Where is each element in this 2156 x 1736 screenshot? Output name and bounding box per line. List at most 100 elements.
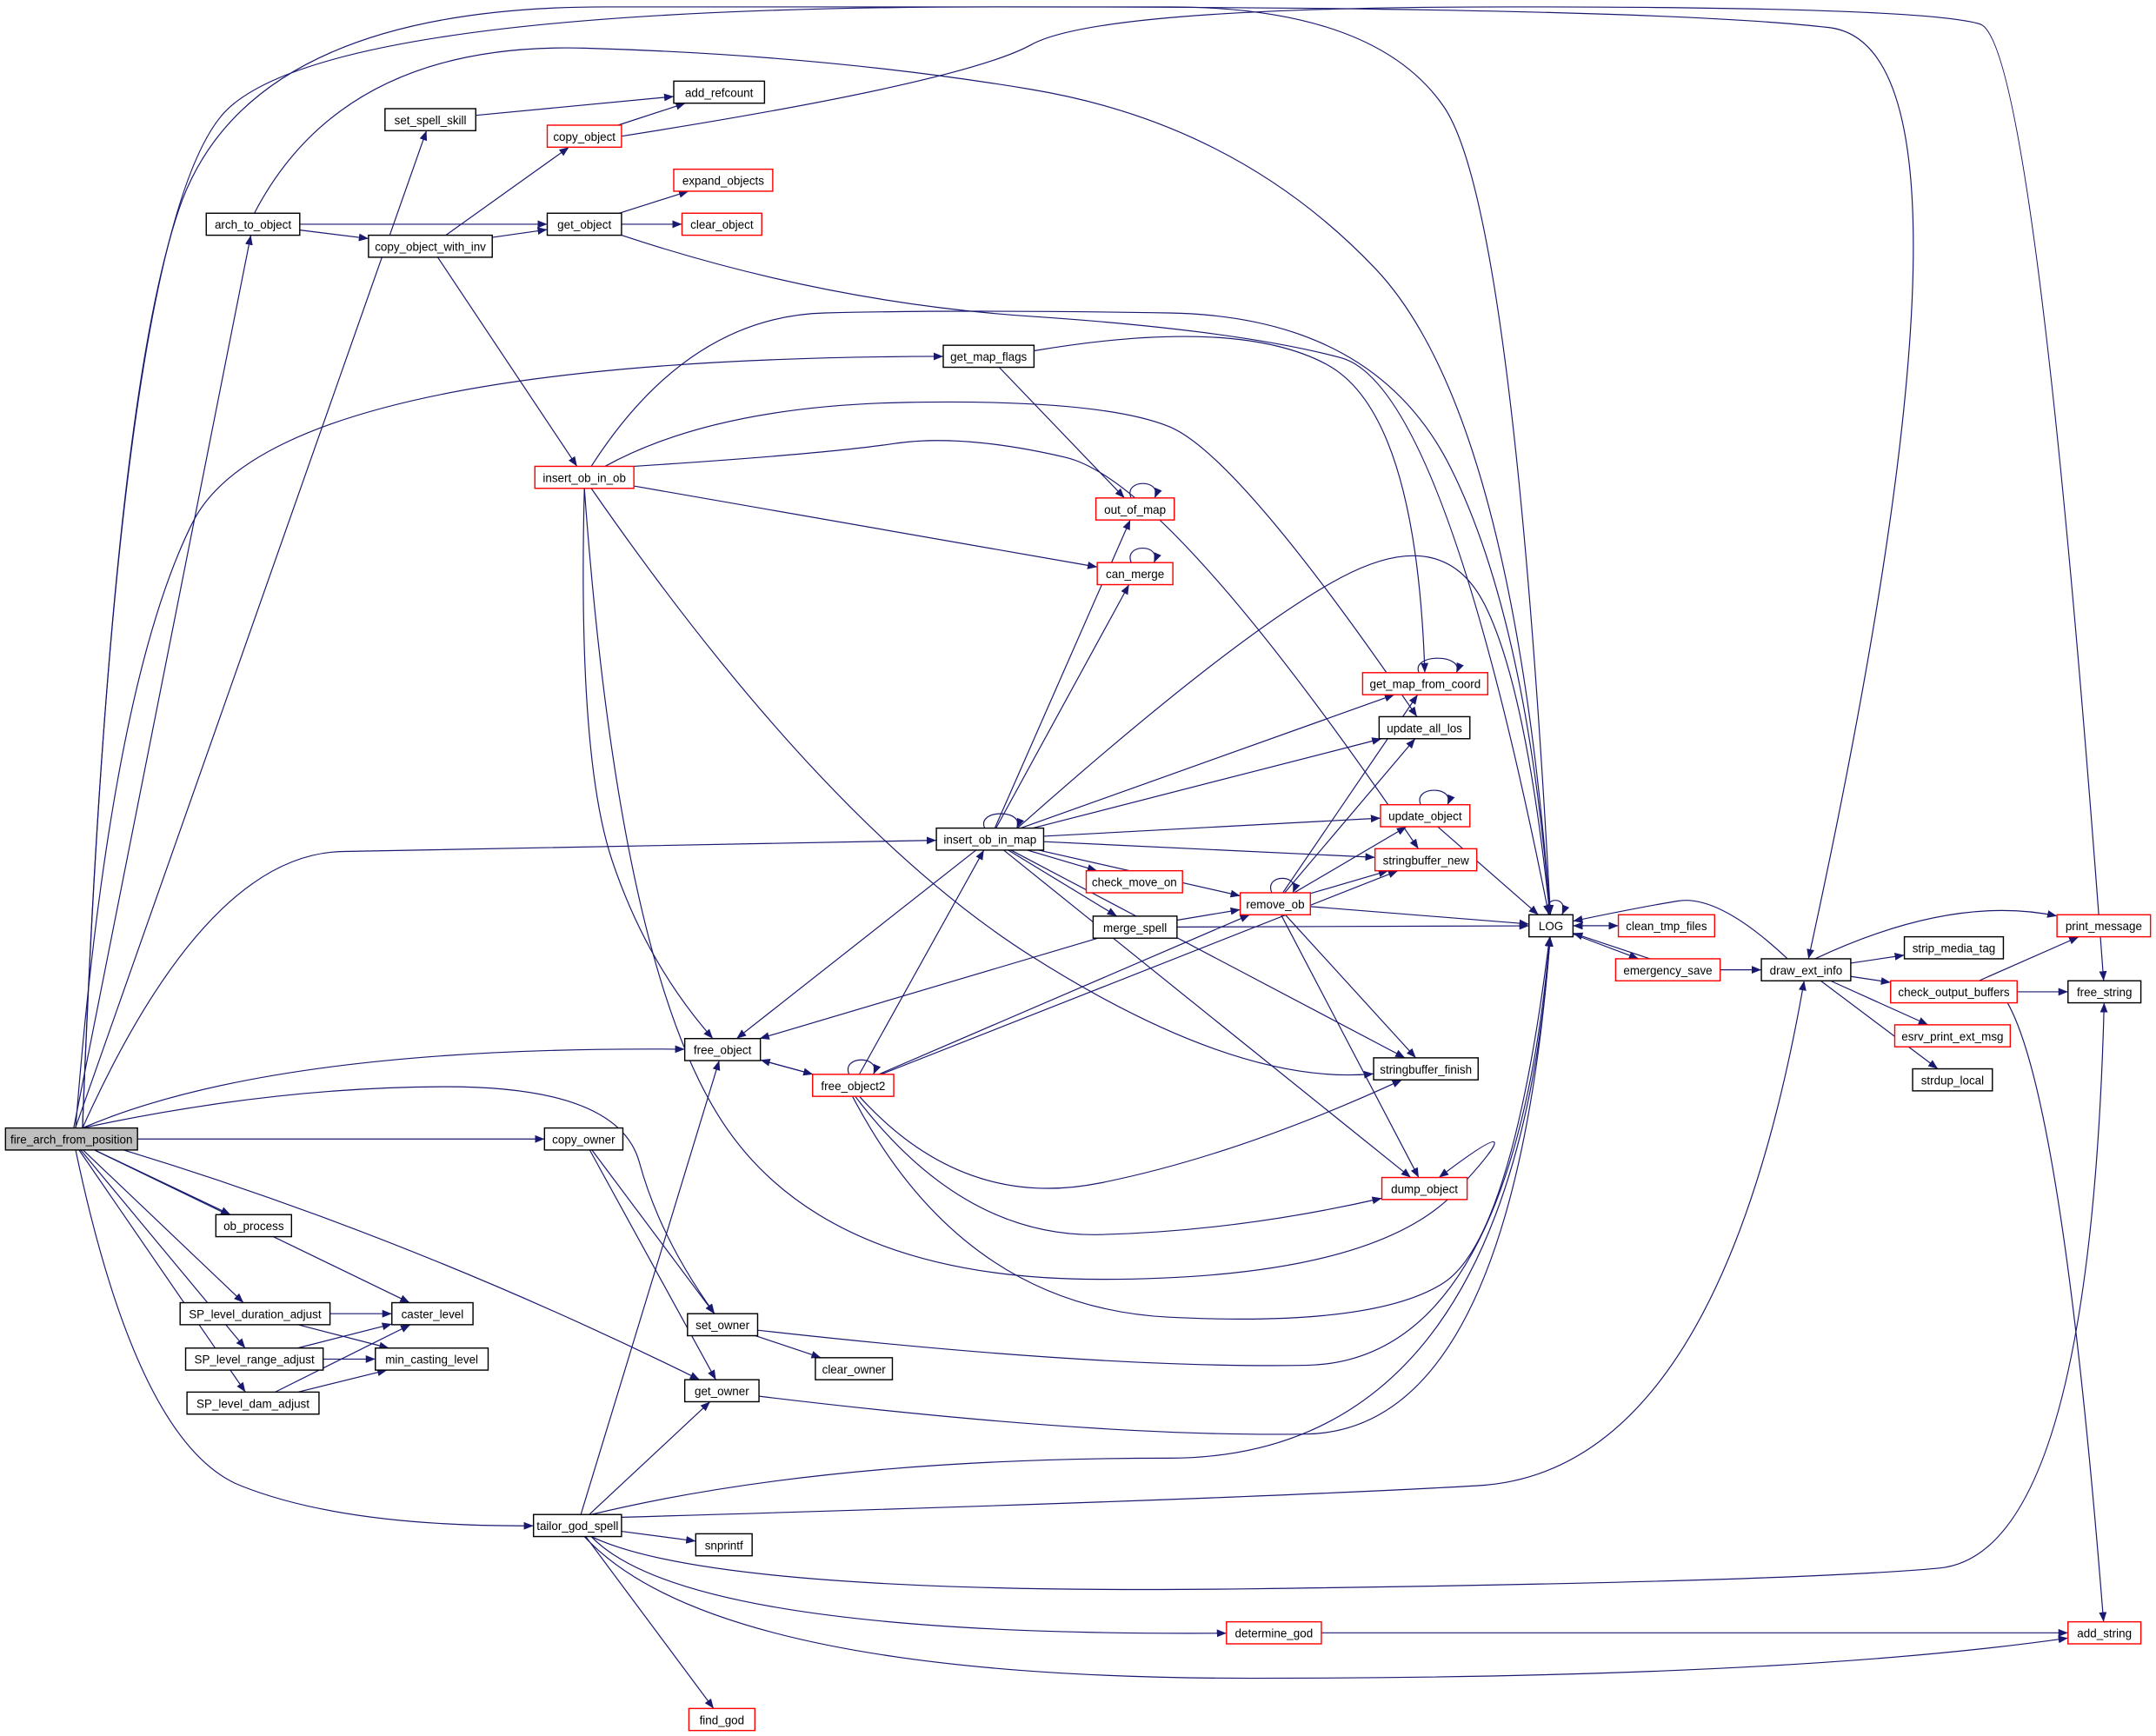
edge-get_object-to-LOG xyxy=(621,235,1551,915)
node-set_owner[interactable]: set_owner xyxy=(687,1313,759,1337)
node-find_god[interactable]: find_god xyxy=(688,1707,756,1732)
node-box xyxy=(184,1347,324,1371)
node-determine_god[interactable]: determine_god xyxy=(1226,1620,1322,1645)
node-label: set_owner xyxy=(695,1319,750,1332)
node-strdup_local[interactable]: strdup_local xyxy=(1912,1068,1993,1092)
node-get_map_from_coord[interactable]: get_map_from_coord xyxy=(1361,672,1489,695)
node-get_owner[interactable]: get_owner xyxy=(683,1379,760,1403)
node-tailor_god_spell[interactable]: tailor_god_spell xyxy=(532,1513,622,1538)
node-label: add_refcount xyxy=(685,86,754,99)
node-label: print_message xyxy=(2066,920,2142,933)
edge-draw_ext_info-to-LOG xyxy=(1573,900,1788,960)
node-free_object2[interactable]: free_object2 xyxy=(812,1074,895,1097)
node-label: add_string xyxy=(2077,1627,2132,1640)
node-dump_object[interactable]: dump_object xyxy=(1381,1176,1468,1201)
node-update_object[interactable]: update_object xyxy=(1380,803,1471,828)
node-box xyxy=(186,1391,320,1415)
node-strip_media_tag[interactable]: strip_media_tag xyxy=(1903,935,2005,960)
node-label: update_all_los xyxy=(1387,722,1462,735)
node-label: caster_level xyxy=(402,1307,464,1320)
node-check_move_on[interactable]: check_move_on xyxy=(1085,869,1183,894)
node-arch_to_object[interactable]: arch_to_object xyxy=(205,212,301,236)
edge-free_object2-to-remove_ob xyxy=(878,914,1250,1075)
edge-copy_object-to-free_string xyxy=(621,6,2107,981)
node-SP_level_duration_adjust[interactable]: SP_level_duration_adjust xyxy=(179,1301,331,1326)
node-box xyxy=(1614,958,1721,981)
node-clear_owner[interactable]: clear_owner xyxy=(815,1357,894,1380)
node-can_merge[interactable]: can_merge xyxy=(1096,562,1174,586)
node-box xyxy=(215,1214,293,1238)
edge-free_object2-to-free_object2 xyxy=(847,1059,882,1075)
edge-copy_object_with_inv-to-insert_ob_in_ob xyxy=(436,256,578,467)
node-esrv_print_ext_msg[interactable]: esrv_print_ext_msg xyxy=(1893,1024,2012,1048)
node-check_output_buffers[interactable]: check_output_buffers xyxy=(1890,980,2018,1004)
node-box xyxy=(1092,915,1178,939)
node-SP_level_dam_adjust[interactable]: SP_level_dam_adjust xyxy=(186,1391,320,1415)
node-clear_object[interactable]: clear_object xyxy=(681,212,762,236)
node-add_refcount[interactable]: add_refcount xyxy=(673,80,766,104)
node-label: insert_ob_in_map xyxy=(943,834,1036,847)
node-draw_ext_info[interactable]: draw_ext_info xyxy=(1760,958,1852,981)
nodes-layer: fire_arch_from_positionarch_to_objectset… xyxy=(4,80,2152,1732)
node-ob_process[interactable]: ob_process xyxy=(215,1214,293,1238)
node-box xyxy=(532,1513,622,1538)
node-out_of_map[interactable]: out_of_map xyxy=(1095,497,1175,521)
node-merge_spell[interactable]: merge_spell xyxy=(1092,915,1178,939)
node-box xyxy=(1096,562,1174,586)
node-insert_ob_in_map[interactable]: insert_ob_in_map xyxy=(935,827,1045,851)
node-get_map_flags[interactable]: get_map_flags xyxy=(942,344,1035,369)
node-insert_ob_in_ob[interactable]: insert_ob_in_ob xyxy=(534,465,635,489)
node-fire_arch_from_position[interactable]: fire_arch_from_position xyxy=(4,1127,138,1151)
node-snprintf[interactable]: snprintf xyxy=(695,1533,753,1557)
node-copy_object_with_inv[interactable]: copy_object_with_inv xyxy=(368,234,493,258)
edge-SP_level_dam_adjust-to-min_casting_level xyxy=(297,1368,388,1393)
node-box xyxy=(543,1127,624,1151)
edge-insert_ob_in_ob-to-update_all_los xyxy=(604,401,1418,717)
edge-emergency_save-to-LOG xyxy=(1573,932,1651,960)
node-box xyxy=(1903,935,2005,960)
node-box xyxy=(1226,1620,1322,1645)
node-free_object[interactable]: free_object xyxy=(683,1038,762,1061)
node-label: SP_level_range_adjust xyxy=(195,1354,315,1367)
node-label: strdup_local xyxy=(1921,1074,1984,1087)
node-update_all_los[interactable]: update_all_los xyxy=(1378,715,1471,740)
node-box xyxy=(812,1074,895,1097)
node-LOG[interactable]: LOG xyxy=(1528,914,1574,938)
edge-fire_arch_from_position-to-free_object xyxy=(82,1045,685,1129)
node-label: min_casting_level xyxy=(385,1354,478,1367)
node-copy_owner[interactable]: copy_owner xyxy=(543,1127,624,1151)
node-expand_objects[interactable]: expand_objects xyxy=(673,168,774,192)
node-copy_object[interactable]: copy_object xyxy=(546,124,622,149)
node-caster_level[interactable]: caster_level xyxy=(391,1301,474,1326)
node-SP_level_range_adjust[interactable]: SP_level_range_adjust xyxy=(184,1347,324,1371)
node-label: draw_ext_info xyxy=(1770,964,1843,977)
node-clean_tmp_files[interactable]: clean_tmp_files xyxy=(1617,914,1716,938)
node-remove_ob[interactable]: remove_ob xyxy=(1239,892,1312,916)
node-label: find_god xyxy=(700,1713,745,1726)
edge-copy_object_with_inv-to-copy_object xyxy=(445,146,569,236)
edge-copy_object_with_inv-to-get_object xyxy=(492,227,548,238)
node-min_casting_level[interactable]: min_casting_level xyxy=(375,1347,489,1371)
node-label: emergency_save xyxy=(1623,964,1712,977)
edges-layer xyxy=(73,6,2108,1709)
node-label: snprintf xyxy=(705,1539,743,1552)
node-box xyxy=(179,1301,331,1326)
node-box xyxy=(1378,715,1471,740)
node-set_spell_skill[interactable]: set_spell_skill xyxy=(384,108,476,132)
node-stringbuffer_new[interactable]: stringbuffer_new xyxy=(1374,848,1478,872)
edge-draw_ext_info-to-strip_media_tag xyxy=(1850,953,1905,964)
node-stringbuffer_finish[interactable]: stringbuffer_finish xyxy=(1373,1057,1479,1081)
edge-remove_ob-to-stringbuffer_finish xyxy=(1285,914,1417,1059)
edge-get_map_from_coord-to-get_map_from_coord xyxy=(1417,657,1464,674)
edge-tailor_god_spell-to-free_string xyxy=(590,1002,2108,1591)
edge-tailor_god_spell-to-determine_god xyxy=(590,1536,1227,1638)
node-emergency_save[interactable]: emergency_save xyxy=(1614,958,1721,981)
node-box xyxy=(1381,1176,1468,1201)
node-add_string[interactable]: add_string xyxy=(2067,1620,2142,1645)
node-get_object[interactable]: get_object xyxy=(546,212,622,236)
edge-insert_ob_in_map-to-check_move_on xyxy=(1027,849,1098,872)
node-print_message[interactable]: print_message xyxy=(2056,914,2152,938)
edge-check_output_buffers-to-print_message xyxy=(1978,936,2079,981)
node-free_string[interactable]: free_string xyxy=(2067,980,2142,1004)
node-box xyxy=(1085,869,1183,894)
